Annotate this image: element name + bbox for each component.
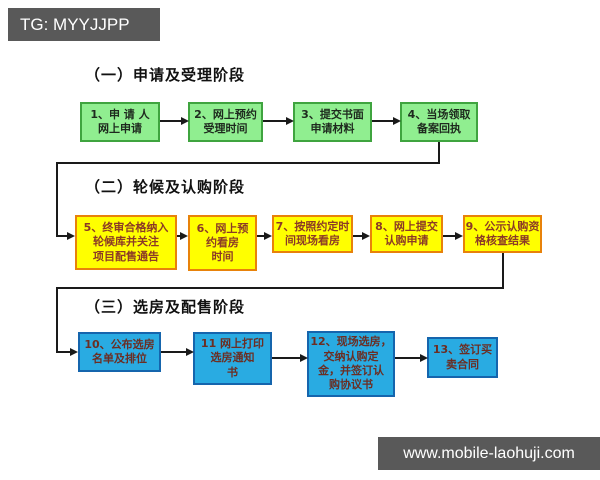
watermark-bottom-banner: www.mobile-laohuji.com [378,437,600,470]
connector-line [56,162,440,164]
flow-box-4: 4、当场领取 备案回执 [400,102,478,142]
flow-box-3: 3、提交书面 申请材料 [293,102,372,142]
connector-line [257,235,265,237]
arrowhead [455,232,463,240]
connector-line [160,120,182,122]
connector-line [263,120,287,122]
flow-box-1: 1、申 请 人 网上申请 [80,102,160,142]
flow-box-7: 7、按照约定时 间现场看房 [272,215,353,253]
connector-line [372,120,394,122]
flow-box-13: 13、签订买 卖合同 [427,337,498,378]
connector-line [177,235,182,237]
connector-line [56,287,504,289]
connector-line [502,253,504,289]
arrowhead [286,117,294,125]
connector-line [56,162,58,237]
arrowhead [362,232,370,240]
watermark-top-banner: TG: MYYJJPP [8,8,160,41]
flow-box-11: 11 网上打印 选房通知 书 [193,332,272,385]
flow-box-6: 6、网上预 约看房 时间 [188,215,257,271]
connector-line [438,142,440,164]
connector-line [443,235,456,237]
arrowhead [181,117,189,125]
arrowhead [180,232,188,240]
connector-line [56,235,68,237]
arrowhead [300,354,308,362]
connector-line [56,287,58,353]
flow-box-5: 5、终审合格纳入 轮候库并关注 项目配售通告 [75,215,177,270]
connector-line [353,235,363,237]
stage-1-title: （一）申请及受理阶段 [85,68,246,84]
arrowhead [67,232,75,240]
arrowhead [420,354,428,362]
connector-line [161,351,187,353]
connector-line [395,357,421,359]
arrowhead [186,348,194,356]
connector-line [56,351,71,353]
stage-2-title: （二）轮候及认购阶段 [85,180,246,196]
flow-box-12: 12、现场选房， 交纳认购定 金，并签订认 购协议书 [307,331,395,397]
flow-box-9: 9、公示认购资 格核查结果 [463,215,542,253]
flow-box-10: 10、公布选房 名单及排位 [78,332,161,372]
arrowhead [264,232,272,240]
arrowhead [393,117,401,125]
flow-box-8: 8、网上提交 认购申请 [370,215,443,253]
connector-line [272,357,301,359]
flow-box-2: 2、网上预约 受理时间 [188,102,263,142]
stage-3-title: （三）选房及配售阶段 [85,300,246,316]
arrowhead [70,348,78,356]
